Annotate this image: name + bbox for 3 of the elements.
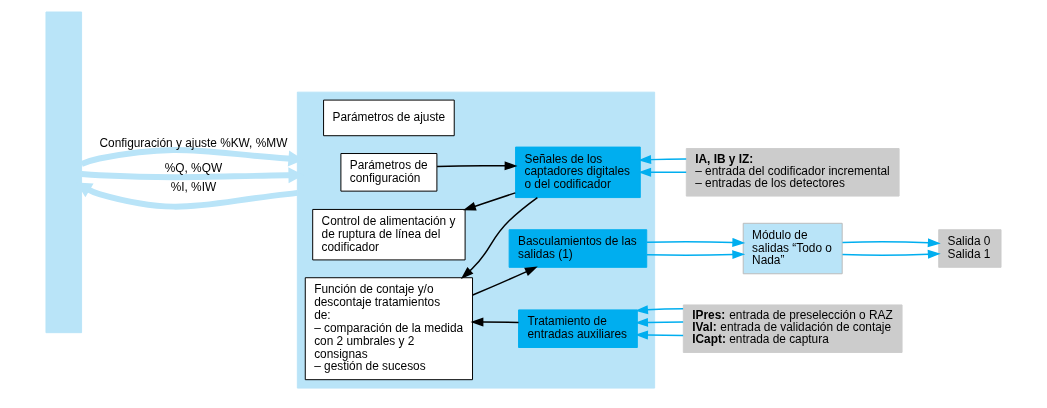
edge-label: %Q, %QW [164,160,223,175]
edge-label: Configuración y ajuste %KW, %MW [99,136,288,151]
edge-label: %I, %IW [170,179,217,194]
